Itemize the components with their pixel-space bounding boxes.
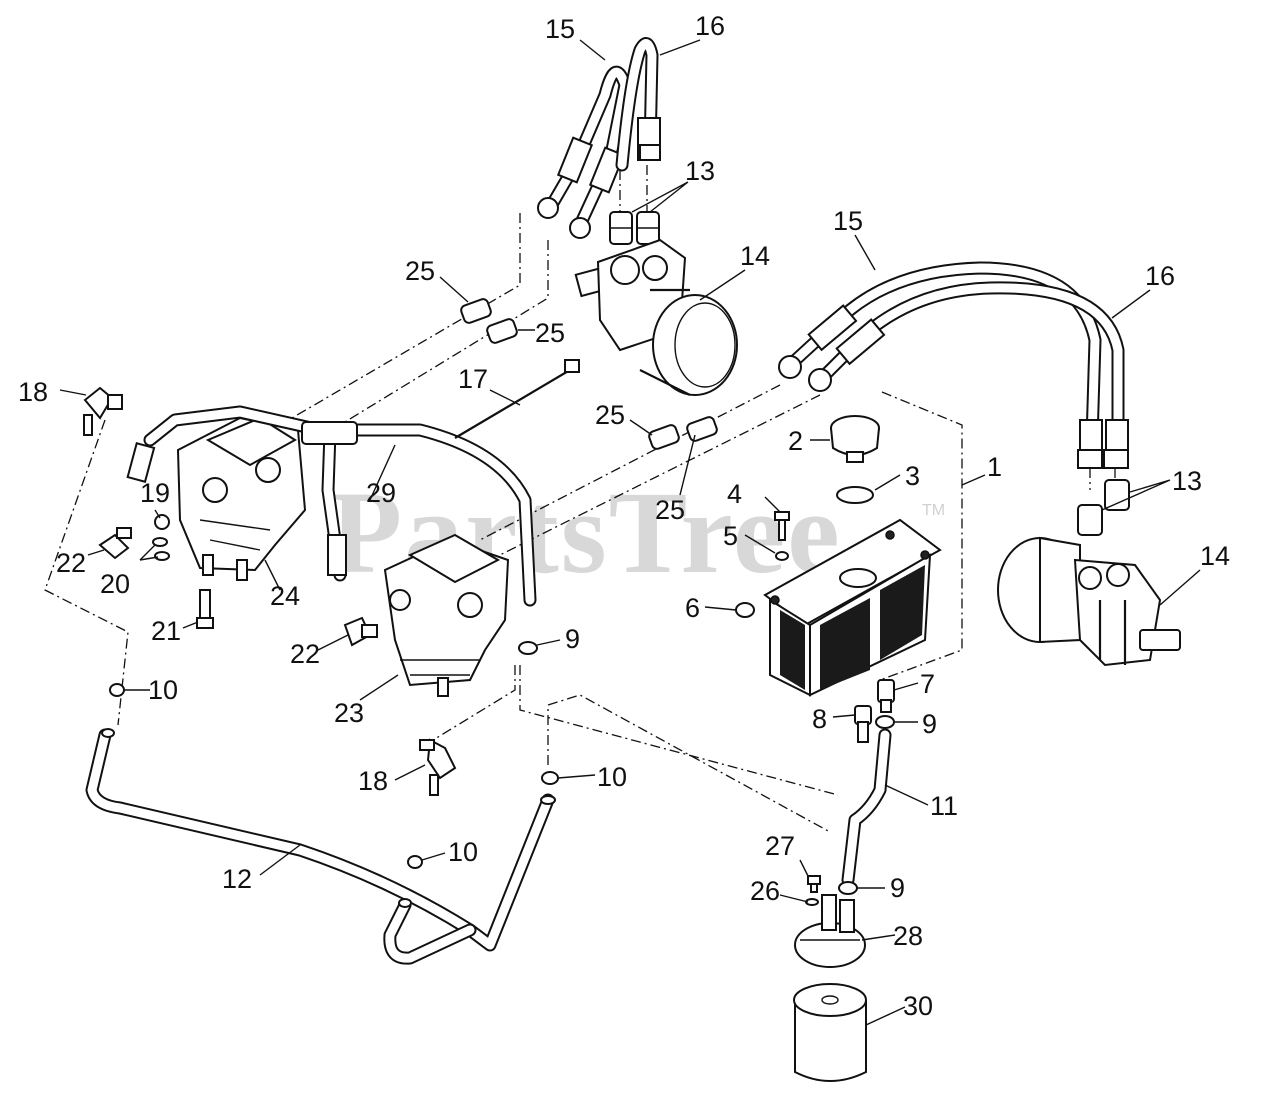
fitting-13-right (1077, 479, 1130, 536)
pump-24 (176, 416, 307, 581)
callout-25-b: 25 (535, 318, 565, 348)
fitting-8 (854, 705, 872, 743)
callout-9-filter: 9 (890, 873, 905, 903)
callout-19: 19 (140, 478, 170, 508)
callout-18-bottom: 18 (358, 766, 388, 796)
oil-filter-30 (793, 983, 867, 1082)
hose-16-top (615, 37, 661, 172)
filter-base-28 (794, 894, 866, 968)
callout-21: 21 (151, 616, 181, 646)
callout-13-right: 13 (1172, 466, 1202, 496)
reservoir-assembly-1 (763, 518, 942, 697)
callout-2: 2 (788, 426, 803, 456)
fitting-13-top (609, 211, 660, 245)
hose-15-top (537, 65, 632, 239)
fitting-25-c (648, 424, 680, 450)
callout-labels: 15 16 13 14 15 16 13 14 25 25 25 25 17 1… (18, 11, 1230, 1021)
nut-19 (154, 514, 170, 530)
callout-24: 24 (270, 581, 300, 611)
fitting-25-a (460, 298, 492, 324)
callout-10-bottom: 10 (448, 837, 478, 867)
leader-lines (59, 39, 1201, 1026)
hose-11 (841, 728, 892, 887)
callout-9-pump: 9 (565, 624, 580, 654)
callout-7: 7 (920, 669, 935, 699)
washer-20 (152, 537, 170, 561)
callout-30: 30 (903, 991, 933, 1021)
callout-14-top: 14 (740, 241, 770, 271)
nut-6 (735, 602, 755, 618)
callout-16-right: 16 (1145, 261, 1175, 291)
washer-5 (775, 551, 789, 561)
screw-4 (774, 511, 790, 541)
hose-12 (85, 728, 556, 965)
callout-27: 27 (765, 831, 795, 861)
fitting-25-d (686, 416, 718, 442)
callout-11: 11 (930, 791, 958, 821)
assembly-lines (44, 165, 1116, 833)
wheel-motor-14-right (997, 536, 1181, 667)
fitting-7 (877, 679, 895, 713)
callout-16-top: 16 (695, 11, 725, 41)
callout-15-right: 15 (833, 206, 863, 236)
callout-22-middle: 22 (290, 639, 320, 669)
callout-12: 12 (222, 864, 252, 894)
watermark-trademark: TM (922, 502, 945, 519)
callout-8: 8 (812, 704, 827, 734)
callout-10-middle: 10 (597, 762, 627, 792)
screw-27 (807, 875, 821, 893)
callout-3: 3 (905, 461, 920, 491)
elbow-18-left (83, 386, 123, 436)
callout-20: 20 (100, 569, 130, 599)
callout-10-left: 10 (148, 675, 178, 705)
callout-9-tank: 9 (922, 709, 937, 739)
hose-29 (126, 405, 537, 607)
callout-25-c: 25 (595, 400, 625, 430)
callout-1: 1 (987, 452, 1002, 482)
callout-26: 26 (750, 876, 780, 906)
callout-25-a: 25 (405, 256, 435, 286)
callout-15-top: 15 (545, 14, 575, 44)
bolt-21 (196, 589, 214, 629)
callout-6: 6 (685, 593, 700, 623)
callout-25-d: 25 (655, 495, 685, 525)
elbow-22-middle (343, 616, 378, 647)
callout-14-right: 14 (1200, 541, 1230, 571)
callout-28: 28 (893, 921, 923, 951)
gasket-3 (836, 486, 874, 504)
callout-13-top: 13 (685, 156, 715, 186)
callout-18-left: 18 (18, 377, 48, 407)
callout-23: 23 (334, 698, 364, 728)
callout-17: 17 (458, 364, 488, 394)
pump-23 (383, 533, 510, 697)
callout-22-left: 22 (56, 548, 86, 578)
elbow-18-bottom (419, 738, 457, 796)
tie-strap-17 (454, 359, 580, 439)
elbow-22-left (98, 527, 132, 560)
callout-4: 4 (727, 479, 742, 509)
wheel-motor-14-top (574, 238, 738, 396)
fitting-25-b (486, 318, 518, 344)
callout-5: 5 (723, 521, 738, 551)
callout-29: 29 (366, 478, 396, 508)
cap-2 (830, 415, 880, 463)
hose-15-16-right (778, 261, 1129, 469)
